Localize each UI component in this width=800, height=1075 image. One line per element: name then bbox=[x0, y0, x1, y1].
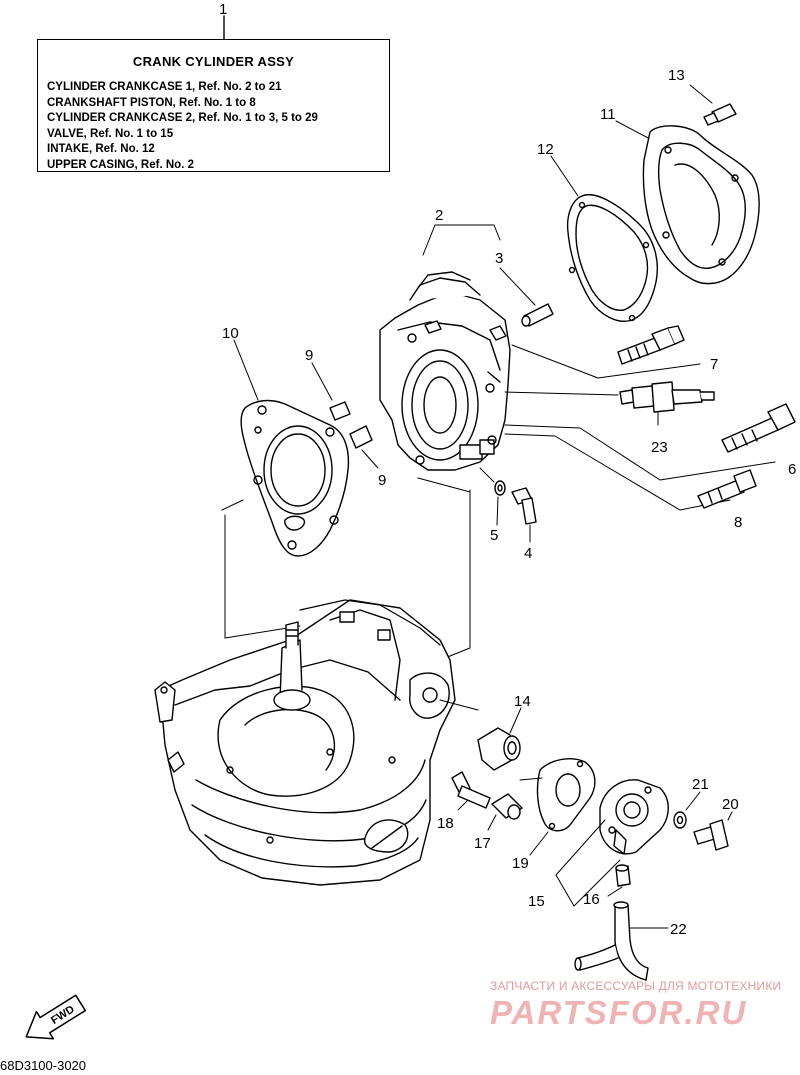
callout-18: 18 bbox=[437, 815, 454, 832]
part-2-cylinder-block bbox=[379, 224, 511, 471]
callout-13: 13 bbox=[668, 67, 685, 84]
part-3-dowel-pin bbox=[499, 267, 554, 327]
callout-6: 6 bbox=[788, 461, 796, 478]
part-8-bolt bbox=[504, 433, 757, 511]
part-15-cover bbox=[555, 779, 669, 907]
info-line: INTAKE, Ref. No. 12 bbox=[47, 143, 155, 156]
part-16-nipple bbox=[607, 864, 631, 897]
part-4-bolt bbox=[511, 487, 537, 543]
callout-19: 19 bbox=[512, 855, 529, 872]
part-5-washer bbox=[479, 467, 506, 526]
callout-21: 21 bbox=[692, 776, 709, 793]
info-line: CRANKSHAFT PISTON, Ref. No. 1 to 8 bbox=[47, 96, 256, 109]
part-13-bolt bbox=[689, 84, 737, 126]
info-box-lines: CYLINDER CRANKCASE 1, Ref. No. 2 to 21 C… bbox=[47, 80, 318, 174]
info-box-title: CRANK CYLINDER ASSY bbox=[132, 54, 295, 69]
part-9-dowels bbox=[311, 362, 379, 469]
part-6-long-bolt bbox=[504, 403, 796, 481]
part-17-collar bbox=[487, 793, 523, 831]
part-22-hose bbox=[574, 901, 669, 981]
info-line: VALVE, Ref. No. 1 to 15 bbox=[47, 127, 174, 140]
callout-23: 23 bbox=[651, 439, 668, 456]
projection-lines bbox=[221, 477, 471, 661]
part-21-washer bbox=[673, 791, 701, 829]
part-14-seal bbox=[477, 707, 522, 771]
callout-8: 8 bbox=[734, 514, 742, 531]
callout-11: 11 bbox=[600, 106, 616, 123]
part-18-bolt bbox=[451, 771, 491, 811]
part-12-gasket bbox=[550, 155, 659, 322]
part-19-gasket bbox=[519, 758, 596, 856]
callout-4: 4 bbox=[524, 545, 532, 562]
diagram-part-number: 68D3100-3020 bbox=[0, 1058, 87, 1073]
callout-9-upper: 9 bbox=[305, 347, 313, 364]
part-11-head-cover bbox=[615, 120, 760, 285]
callout-16: 16 bbox=[583, 891, 600, 908]
info-line: UPPER CASING, Ref. No. 2 bbox=[47, 158, 194, 171]
crankcase-assembly bbox=[154, 599, 479, 886]
callout-7: 7 bbox=[710, 356, 718, 373]
callout-3: 3 bbox=[495, 250, 503, 267]
callout-12: 12 bbox=[537, 141, 554, 158]
callout-15: 15 bbox=[528, 893, 545, 910]
callout-17: 17 bbox=[474, 835, 491, 852]
callout-1: 1 bbox=[219, 1, 227, 18]
part-10-head-gasket bbox=[233, 339, 350, 557]
callout-20: 20 bbox=[722, 796, 739, 813]
callout-14: 14 bbox=[514, 693, 531, 710]
info-line: CYLINDER CRANKCASE 1, Ref. No. 2 to 21 bbox=[47, 81, 282, 93]
callout-22: 22 bbox=[670, 921, 687, 938]
watermark-brand: PARTSFOR.RU bbox=[490, 994, 748, 1031]
watermark-subtitle: ЗАПЧАСТИ И АКСЕССУАРЫ ДЛЯ МОТОТЕХНИКИ bbox=[490, 979, 782, 993]
callout-10: 10 bbox=[222, 325, 239, 342]
part-7-bolt bbox=[511, 325, 701, 379]
part-20-bolt bbox=[693, 811, 733, 851]
callout-2: 2 bbox=[435, 207, 443, 224]
callout-9-lower: 9 bbox=[378, 472, 386, 489]
info-line: CYLINDER CRANKCASE 2, Ref. No. 1 to 3, 5… bbox=[47, 112, 318, 125]
part-23-spark-plug bbox=[504, 381, 715, 426]
assembly-info-box: CRANK CYLINDER ASSY CYLINDER CRANKCASE 1… bbox=[37, 39, 390, 172]
callout-5: 5 bbox=[490, 527, 498, 544]
fwd-arrow-icon: FWD bbox=[25, 994, 87, 1040]
